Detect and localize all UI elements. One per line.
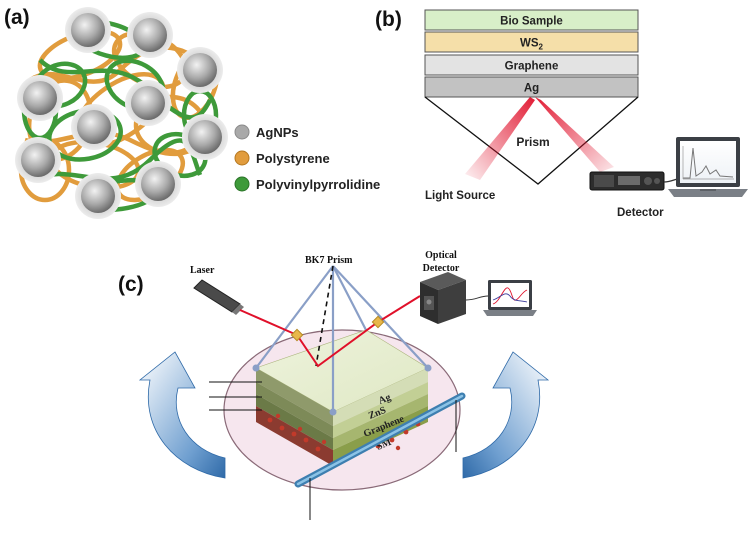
prism-normal-dashed: [315, 265, 334, 367]
panel-a-tag: (a): [4, 6, 30, 29]
ws2-layer: [424, 31, 639, 53]
ag-nanoparticles: [15, 7, 228, 219]
optical-detector-cable: [465, 295, 489, 301]
detector-device: [589, 171, 665, 191]
agnps-legend-label: AgNPs: [256, 125, 299, 140]
nanoparticle: [71, 104, 117, 150]
optical-detector-device: [420, 272, 466, 324]
nanoparticle: [127, 12, 173, 58]
bk7-prism-label: BK7 Prism: [305, 255, 353, 266]
panel-c: (c): [118, 250, 550, 520]
reflected-beam: [535, 97, 614, 172]
polystyrene-legend-label: Polystyrene: [256, 151, 330, 166]
panel-a-legend: AgNPs Polystyrene Polyvinylpyrrolidine: [234, 124, 380, 192]
support-rod: [294, 392, 466, 488]
pvp-legend-label: Polyvinylpyrrolidine: [256, 177, 380, 192]
nanoparticle: [75, 173, 121, 219]
small-laptop-icon: [483, 280, 537, 316]
block-right-zns: [333, 382, 428, 438]
panel-b: (b) Bio Sample WS2 Graphene Ag Prism Lig…: [375, 8, 748, 219]
laser-label: Laser: [190, 265, 215, 276]
prism-label: Prism: [516, 135, 549, 149]
laser-device: [193, 279, 244, 315]
nanoparticle: [125, 80, 171, 126]
nanoparticle: [15, 137, 61, 183]
panel-a: (a): [4, 6, 380, 219]
bk7-prism: [255, 265, 429, 412]
nanoparticle: [182, 114, 228, 160]
nanoparticle: [177, 47, 223, 93]
rotation-arrow-left: [138, 351, 226, 479]
block-left-graphene: [256, 394, 333, 450]
block-right-graphene: [333, 394, 428, 450]
laptop-icon: [668, 137, 748, 197]
detector-label: Detector: [617, 207, 664, 219]
panel-b-tag: (b): [375, 8, 402, 31]
incident-beam: [465, 97, 535, 180]
sample-molecules: [267, 413, 421, 452]
panel-c-tag: (c): [118, 273, 144, 296]
rotation-arrow-right: [462, 351, 550, 479]
block-layer-ag-label: Ag: [377, 392, 392, 407]
light-source-label: Light Source: [425, 190, 495, 202]
entry-point-marker: [290, 328, 304, 342]
nanoparticle: [17, 75, 63, 121]
exit-point-marker: [371, 315, 385, 329]
nanoparticle: [65, 7, 111, 53]
graphene-layer: [424, 54, 639, 76]
pvp-legend-marker: [234, 176, 250, 192]
ag-layer: [424, 76, 639, 98]
polystyrene-legend-marker: [234, 150, 250, 166]
prism-outline: [424, 96, 639, 185]
nanoparticle: [135, 161, 181, 207]
block-left-zns: [256, 382, 333, 438]
agnps-legend-marker: [234, 124, 250, 140]
optical-detector-label-line1: Optical: [425, 250, 457, 261]
ag-layer-label: Ag: [524, 83, 539, 95]
ws2-layer-label: WS2: [520, 38, 544, 52]
laser-beam-path: [239, 295, 421, 368]
bio-sample-layer-label: Bio Sample: [500, 16, 563, 28]
prism-vertices: [252, 364, 432, 416]
panel-b-layer-stack: Bio Sample WS2 Graphene Ag: [424, 9, 639, 98]
optical-detector-label-line2: Detector: [423, 263, 460, 274]
bio-sample-layer: [424, 9, 639, 31]
left-leader-lines: [209, 381, 262, 411]
graphene-layer-label: Graphene: [505, 61, 559, 73]
block-left-ag: [256, 368, 333, 426]
sensor-block: Ag ZnS Graphene SM: [255, 329, 429, 466]
block-right-ag: [333, 368, 428, 426]
